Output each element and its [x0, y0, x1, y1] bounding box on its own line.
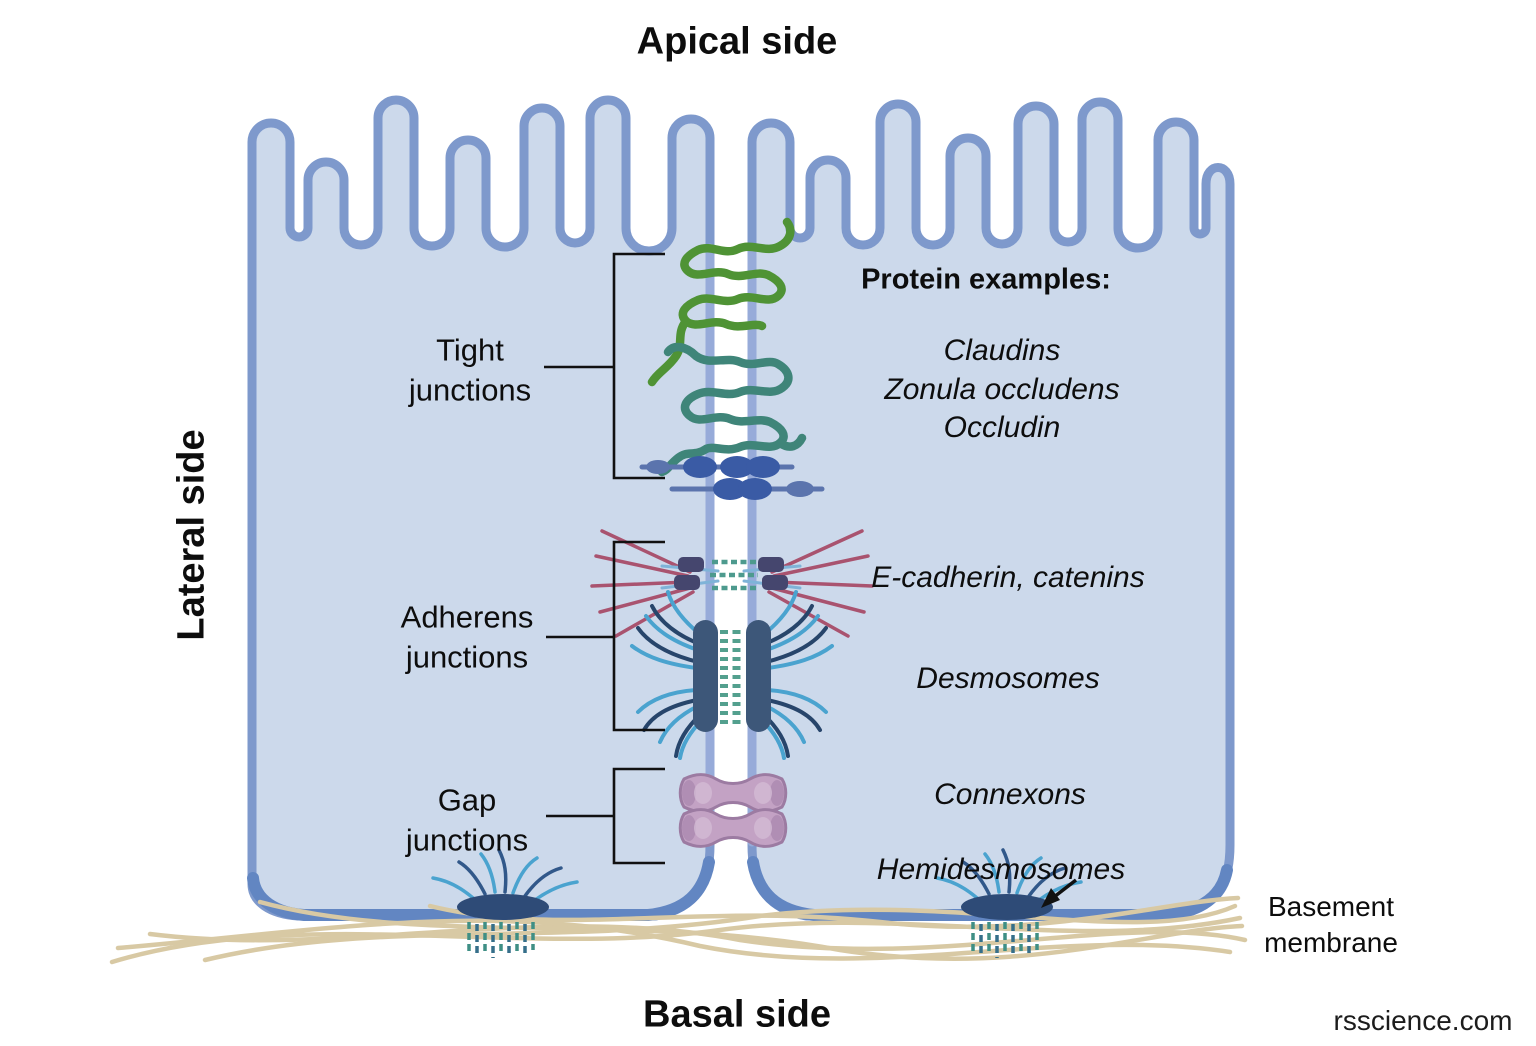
connexon-bottom	[678, 808, 788, 848]
hemidesmosome-arrow	[1041, 878, 1078, 908]
claudin-strands	[647, 217, 795, 387]
gap-junction	[678, 773, 788, 848]
cadherin-plaques	[674, 557, 788, 590]
apical-side-title: Apical side	[636, 20, 838, 63]
integrin-anchors	[467, 922, 535, 958]
hemidesmosome-left	[431, 848, 579, 958]
tight-junctions-label: Tight junctions	[408, 332, 532, 407]
label-brackets	[544, 252, 665, 865]
basement-membrane-fibers	[109, 895, 1248, 965]
desmosome	[630, 590, 834, 760]
protein-claudins: Claudins	[943, 333, 1061, 367]
protein-desmosomes: Desmosomes	[916, 661, 1100, 695]
desmosome-zipper	[720, 630, 744, 724]
protein-occludin: Occludin	[943, 410, 1061, 444]
cadherin-zipper	[710, 559, 758, 591]
adherens-junctions-label: Adherens junctions	[400, 599, 534, 674]
tight-junction	[639, 217, 825, 500]
epithelial-cells	[247, 95, 1235, 921]
occludin-strands	[639, 456, 825, 500]
lateral-membrane-strips	[705, 243, 757, 847]
right-cell-shape	[747, 97, 1235, 921]
protein-e-cadherin-catenins: E-cadherin, catenins	[871, 560, 1145, 594]
gap-junctions-label: Gap junctions	[405, 782, 529, 857]
lateral-side-title: Lateral side	[170, 429, 213, 641]
basement-membrane-label: Basement membrane	[1264, 891, 1398, 958]
connexon-top	[678, 773, 788, 813]
watermark-rsscience: rsscience.com	[1333, 1005, 1513, 1037]
desmosome-plaque-left	[693, 620, 718, 732]
left-cell-shape	[247, 95, 715, 921]
integrin-anchors	[971, 922, 1039, 958]
protein-examples-heading: Protein examples:	[861, 263, 1111, 296]
desmosome-plaque-right	[746, 620, 771, 732]
hemidesmosome-plaque	[457, 894, 549, 920]
protein-zonula-occludens: Zonula occludens	[884, 372, 1120, 406]
basal-side-title: Basal side	[643, 993, 831, 1036]
hemidesmosome-plaque	[961, 894, 1053, 920]
hemidesmosomes-label: Hemidesmosomes	[876, 852, 1126, 886]
hemidesmosome-right	[935, 848, 1083, 958]
protein-connexons: Connexons	[934, 777, 1086, 811]
